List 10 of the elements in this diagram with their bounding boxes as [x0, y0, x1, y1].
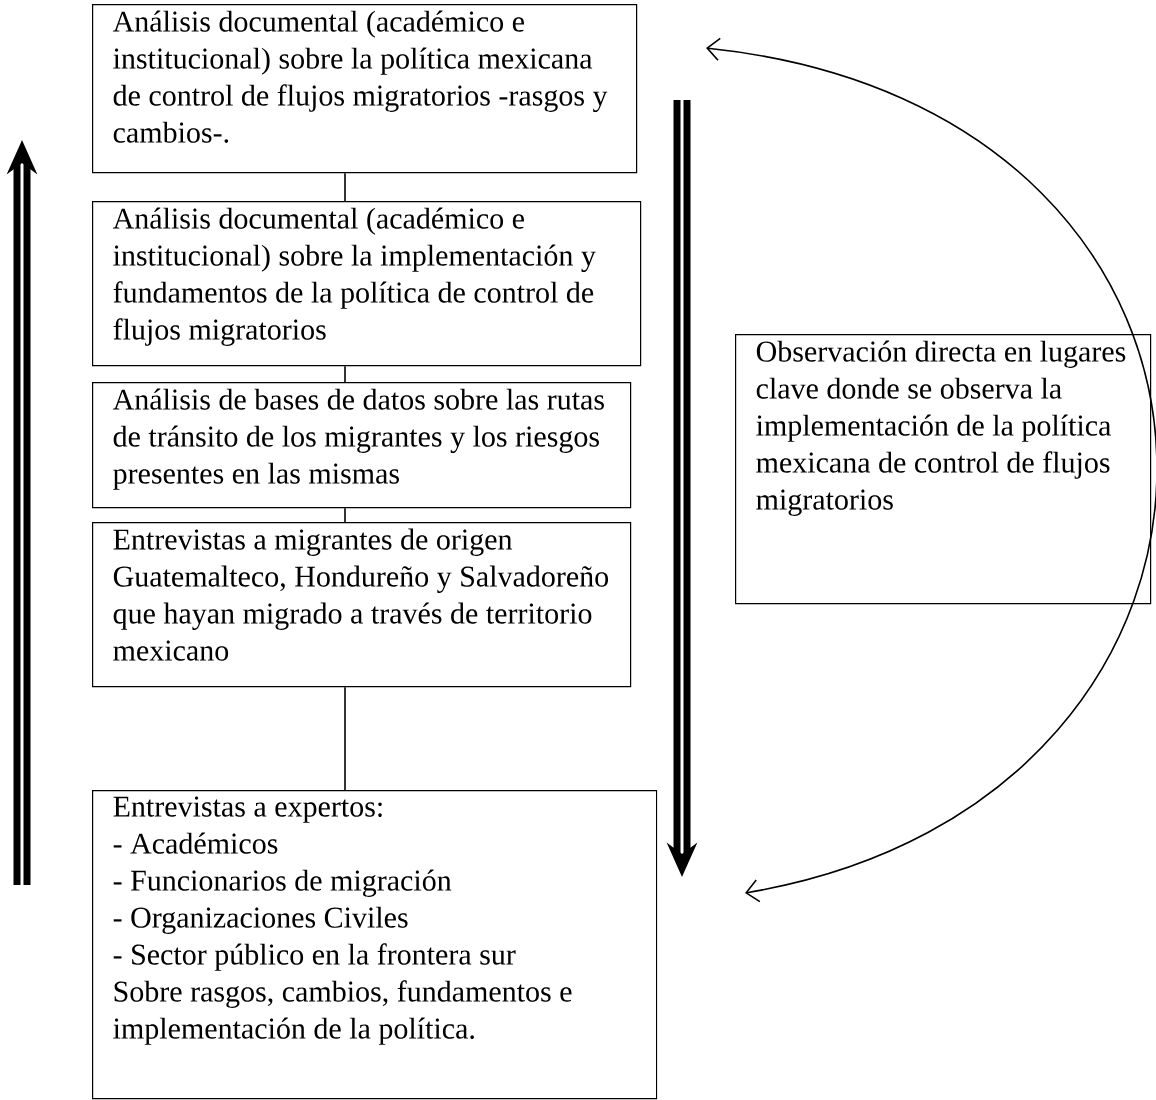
connector-line [344, 365, 346, 383]
text-box: Entrevistas a expertos: - Académicos - Funcionarios de migración - Organizaciones Civiles - Sector público en la frontera sur Sobre rasgos, cambios, fundamentos e implementación de la política. [92, 790, 658, 1100]
text-box: Análisis de bases de datos sobre las rutas de tránsito de los migrantes y los riesgos presentes en las mismas [92, 382, 632, 509]
connector-line [344, 172, 346, 202]
text-box: Análisis documental (académico e institucional) sobre la política mexicana de control de flujos migratorios -rasgos y cambios-. [92, 4, 638, 174]
connector-line [344, 507, 346, 523]
text-box: Entrevistas a migrantes de origen Guatemalteco, Hondureño y Salvadoreño que hayan migrado a través de territorio mexicano [92, 522, 632, 688]
connector-line [344, 686, 346, 791]
text-box: Análisis documental (académico e institucional) sobre la implementación y fundamentos de la política de control de flujos migratorios [92, 201, 642, 367]
text-box: Observación directa en lugares clave donde se observa la implementación de la política mexicana de control de flujos migratorios [735, 334, 1152, 605]
